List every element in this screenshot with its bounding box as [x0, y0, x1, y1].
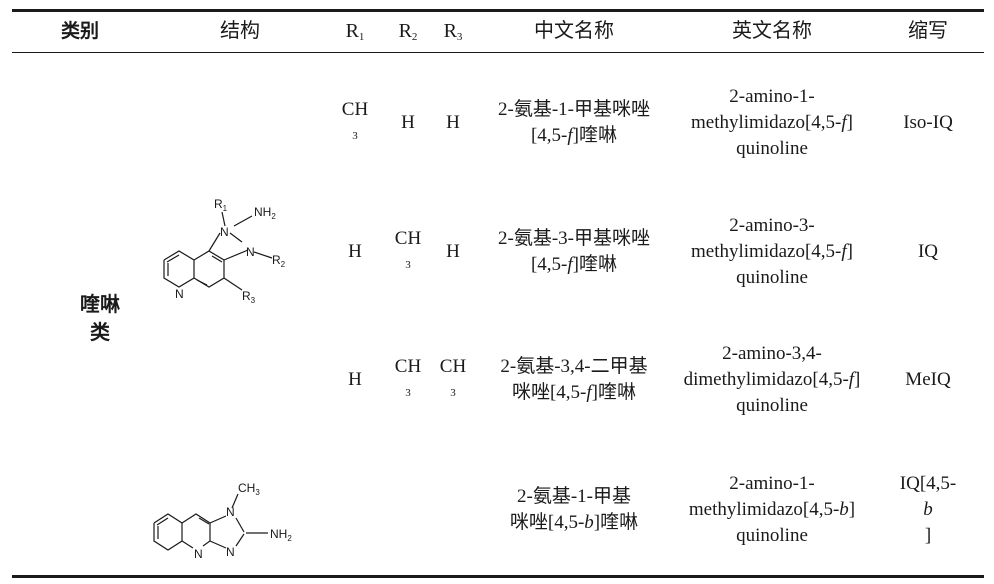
row-2-abbr: IQ — [917, 241, 939, 262]
row-4-abbr: IQ[4,5-b] — [899, 473, 957, 546]
row-3-r1: H — [348, 369, 362, 390]
row-1-r3: H — [446, 112, 460, 133]
structure-imidazo-b-quinoline: CH3 N N NH2 N — [153, 481, 292, 561]
s1-r3: R3 — [242, 289, 256, 305]
header-en-name: 英文名称 — [732, 20, 812, 42]
s1-n1: N — [220, 225, 229, 239]
s1-nq: N — [175, 287, 184, 301]
row-1-abbr: Iso-IQ — [903, 112, 953, 133]
s1-r1: R1 — [214, 197, 228, 213]
header-structure: 结构 — [220, 20, 260, 42]
row-4-cn-name: 2-氨基-1-甲基咪唑[4,5-b]喹啉 — [509, 486, 639, 533]
row-2-cn-name: 2-氨基-3-甲基咪唑[4,5-f]喹啉 — [498, 228, 650, 275]
row-4-en-name: 2-amino-1-methylimidazo[4,5-b]quinoline — [688, 473, 856, 546]
row-4-r3 — [430, 497, 476, 523]
row-2-en-name: 2-amino-3-methylimidazo[4,5-f]quinoline — [691, 215, 853, 288]
s2-n3: N — [226, 545, 235, 559]
row-3-en-name: 2-amino-3,4-dimethylimidazo[4,5-f]quinol… — [683, 343, 861, 416]
s2-nh2: NH2 — [270, 527, 292, 543]
category-label: 喹啉 类 — [70, 290, 130, 346]
row-2-r3: H — [446, 241, 460, 262]
row-3-abbr: MeIQ — [905, 369, 951, 390]
row-1-r2: H — [401, 112, 415, 133]
s2-ch3: CH3 — [238, 481, 260, 497]
header-r2: R2 — [398, 20, 418, 43]
bottom-rule — [12, 575, 984, 578]
row-2-r1: H — [348, 241, 362, 262]
header-rule — [12, 52, 984, 53]
header-abbr: 缩写 — [908, 20, 948, 42]
row-4-r1 — [332, 497, 378, 523]
s2-n1: N — [226, 505, 235, 519]
s1-r2: R2 — [272, 253, 286, 269]
row-1-cn-name: 2-氨基-1-甲基咪唑[4,5-f]喹啉 — [498, 99, 650, 146]
category-line-1: 喹啉 — [80, 292, 120, 316]
row-1-en-name: 2-amino-1-methylimidazo[4,5-f]quinoline — [691, 86, 853, 159]
header-category: 类别 — [60, 20, 99, 42]
s1-n3: N — [246, 245, 255, 259]
structure-imidazoquinoline: R1 NH2 N N R2 N R3 — [163, 197, 286, 305]
header-r1: R1 — [345, 20, 365, 43]
category-line-2: 类 — [90, 320, 110, 344]
s1-nh2: NH2 — [254, 205, 276, 221]
header-r3: R3 — [443, 20, 463, 43]
s2-nq: N — [194, 547, 203, 561]
header-cn-name: 中文名称 — [534, 20, 614, 42]
row-4-r2 — [385, 497, 431, 523]
top-rule — [12, 9, 984, 12]
row-3-cn-name: 2-氨基-3,4-二甲基咪唑[4,5-f]喹啉 — [500, 356, 648, 403]
